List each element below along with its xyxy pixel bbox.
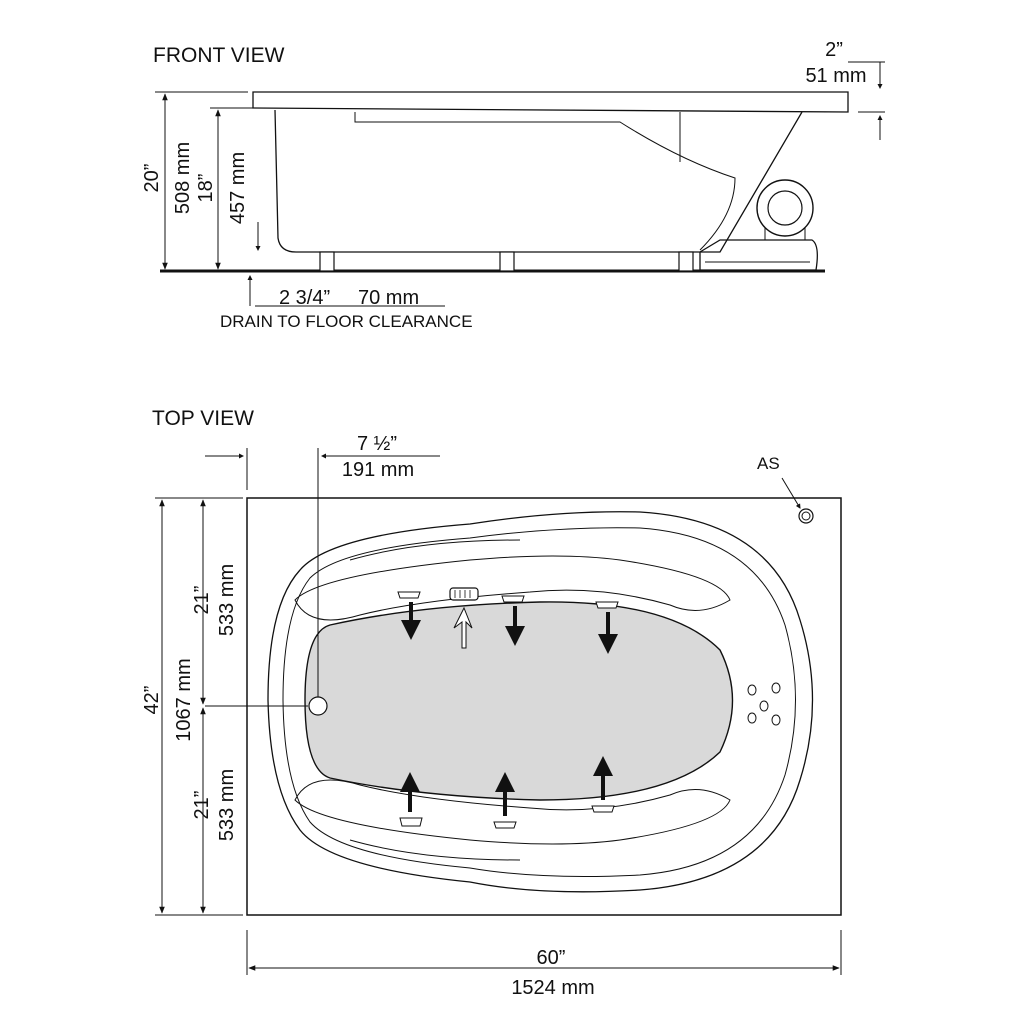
drain-offset-in: 7 ½” [357, 433, 397, 455]
tub-foot [678, 251, 694, 272]
jet-icon [493, 772, 517, 829]
front-view-title: FRONT VIEW [153, 44, 285, 67]
armrest-bottom [294, 779, 731, 845]
tub-outer-contour [267, 511, 814, 893]
drain-offset-mm: 191 mm [342, 459, 414, 481]
jet-icon [501, 595, 525, 646]
tub-inner-contour [354, 112, 736, 251]
tub-foot [499, 251, 515, 272]
width-dimension: 42” 1067 mm [141, 497, 243, 916]
upper-half-mm: 533 mm [216, 564, 238, 636]
as-label: AS [757, 454, 780, 473]
armrest-top [294, 555, 731, 621]
control-knob-icon [449, 587, 479, 649]
drain-clearance-mm: 70 mm [358, 287, 419, 309]
drain-clearance-in: 2 3/4” [279, 287, 330, 309]
length-mm: 1524 mm [511, 977, 594, 999]
top-view: TOP VIEW AS [141, 407, 842, 999]
top-view-title: TOP VIEW [152, 407, 254, 430]
front-view: FRONT VIEW 2” 51 mm [141, 39, 885, 331]
back-jets-icon [747, 682, 781, 726]
jet-icon [397, 591, 421, 640]
drain-offset-dimension: 7 ½” 191 mm [205, 433, 440, 707]
width-mm: 1067 mm [173, 658, 195, 741]
total-height-in: 20” [141, 164, 163, 193]
lower-half-dimension: 21” 533 mm [191, 707, 238, 914]
drain-icon [308, 696, 328, 716]
jet-icon [591, 756, 615, 813]
total-height-mm: 508 mm [172, 142, 194, 214]
tub-body [274, 109, 803, 253]
tub-rim [252, 91, 849, 113]
lower-half-mm: 533 mm [216, 769, 238, 841]
total-height-dimension: 20” 508 mm [141, 91, 248, 270]
jet-icon [595, 601, 619, 654]
length-dimension: 60” 1524 mm [246, 930, 842, 999]
upper-half-in: 21” [191, 586, 213, 615]
drain-clearance-dimension: 2 3/4” 70 mm DRAIN TO FLOOR CLEARANCE [220, 222, 473, 331]
jet-icon [399, 772, 423, 827]
inner-height-dimension: 18” 457 mm [195, 107, 262, 270]
rim-height-dimension: 2” 51 mm [805, 39, 885, 140]
upper-half-dimension: 21” 533 mm [191, 499, 238, 705]
width-in: 42” [141, 686, 163, 715]
drain-clearance-caption: DRAIN TO FLOOR CLEARANCE [220, 312, 473, 331]
lower-half-in: 21” [191, 791, 213, 820]
rim-height-in: 2” [825, 39, 843, 61]
rim-height-mm: 51 mm [805, 65, 866, 87]
tub-foot [319, 251, 335, 272]
length-in: 60” [537, 947, 566, 969]
tub-basin [304, 601, 734, 801]
inner-height-mm: 457 mm [227, 152, 249, 224]
inner-height-in: 18” [195, 174, 217, 203]
pump-motor-icon [699, 179, 818, 271]
as-fitting-icon [798, 508, 814, 524]
